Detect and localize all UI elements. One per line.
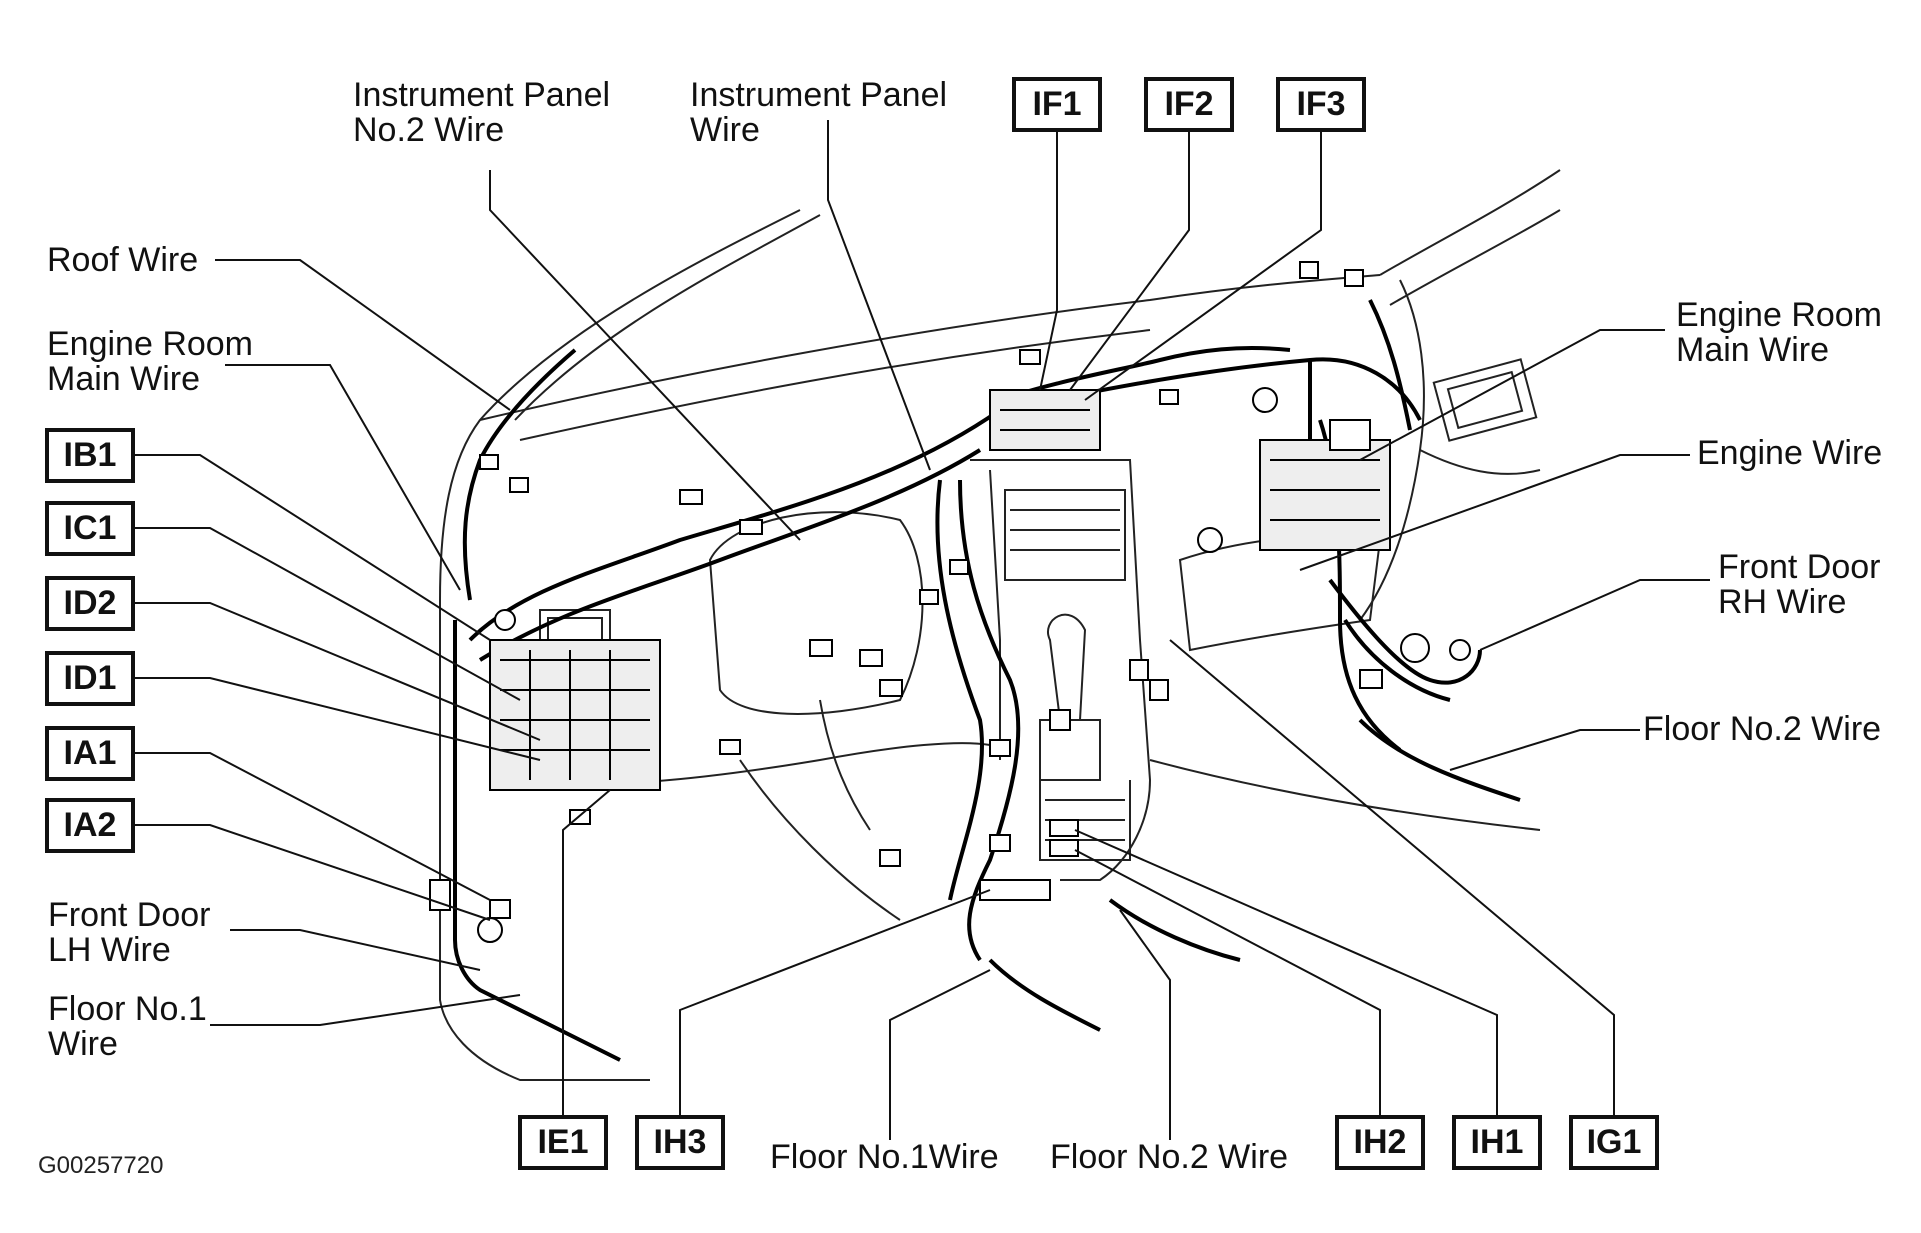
label-front-door-lh-wire: Front Door LH Wire <box>48 896 211 969</box>
connector-IF2: IF2 <box>1144 77 1234 132</box>
connector-IE1: IE1 <box>518 1115 608 1170</box>
connector-IF3: IF3 <box>1276 77 1366 132</box>
connector-IH2: IH2 <box>1335 1115 1425 1170</box>
figure-id: G00257720 <box>38 1152 164 1179</box>
label-floor-no2-wire-right: Floor No.2 Wire <box>1643 710 1882 748</box>
connector-IG1: IG1 <box>1569 1115 1659 1170</box>
connector-ID1: ID1 <box>45 651 135 706</box>
connector-IC1: IC1 <box>45 501 135 556</box>
label-front-door-rh-wire: Front Door RH Wire <box>1718 548 1881 621</box>
label-instrument-panel-wire: Instrument Panel Wire <box>690 76 948 149</box>
connector-IA1: IA1 <box>45 726 135 781</box>
connector-IA2: IA2 <box>45 798 135 853</box>
connector-IB1: IB1 <box>45 428 135 483</box>
label-engine-wire: Engine Wire <box>1697 434 1883 472</box>
connector-IF1: IF1 <box>1012 77 1102 132</box>
connector-blocks <box>429 261 1471 943</box>
label-engine-room-main-wire-right: Engine Room Main Wire <box>1676 296 1883 369</box>
label-floor-no1-wire-bottom: Floor No.1Wire <box>770 1138 999 1176</box>
connector-ID2: ID2 <box>45 576 135 631</box>
dashboard-outline <box>439 169 1561 1081</box>
connector-IH3: IH3 <box>635 1115 725 1170</box>
label-roof-wire: Roof Wire <box>47 241 199 279</box>
label-instrument-panel-no2-wire: Instrument Panel No.2 Wire <box>353 76 611 149</box>
label-engine-room-main-wire-left: Engine Room Main Wire <box>47 325 254 398</box>
connector-IH1: IH1 <box>1452 1115 1542 1170</box>
label-floor-no2-wire-bottom: Floor No.2 Wire <box>1050 1138 1289 1176</box>
label-floor-no1-wire-left: Floor No.1 Wire <box>48 990 207 1063</box>
leader-lines <box>135 120 1710 1140</box>
